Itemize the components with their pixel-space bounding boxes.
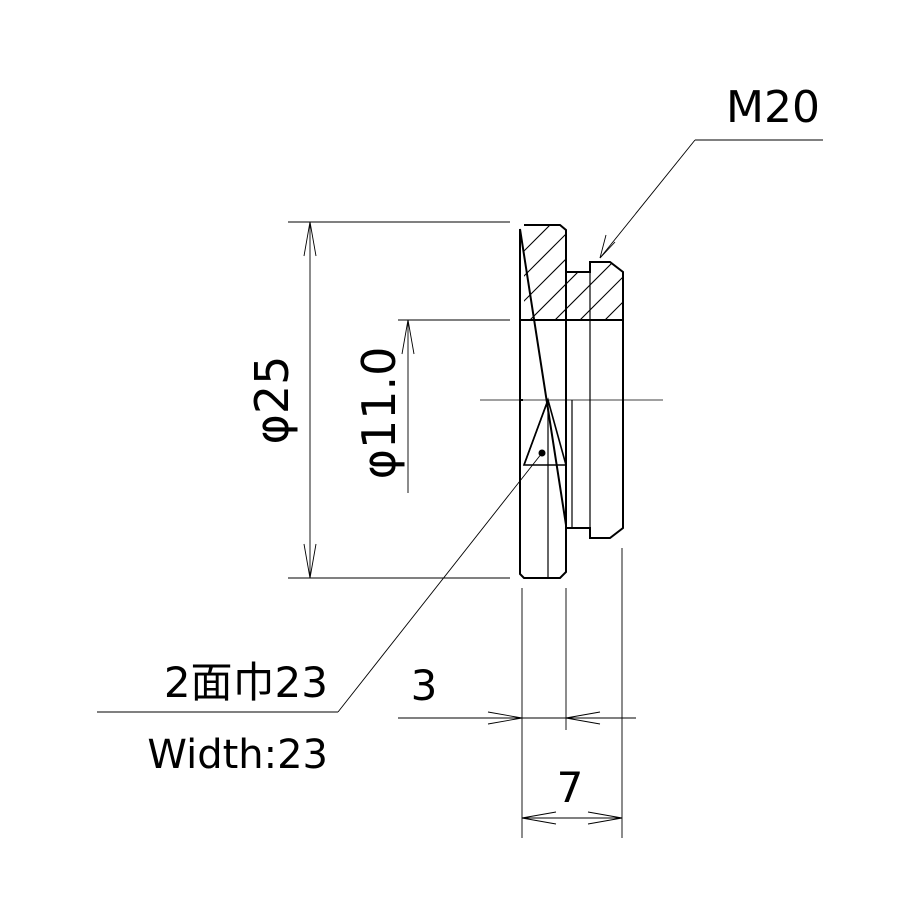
flange-thickness-label: 3 — [411, 661, 438, 710]
dim-total-length — [521, 811, 623, 825]
bore-diameter-label: φ11.0 — [352, 347, 406, 480]
total-length-label: 7 — [557, 763, 584, 812]
dim-flange-thickness — [398, 711, 636, 725]
leader-thread — [599, 139, 823, 259]
flange-lower-outline — [519, 228, 567, 579]
leader-across-flats — [97, 452, 543, 713]
across-flats-label-jp: 2面巾23 — [164, 658, 328, 707]
dim-length-extension — [521, 548, 623, 838]
thread-label: M20 — [726, 82, 820, 133]
hex-flat-marker — [522, 397, 568, 466]
dim-bore-diameter — [398, 319, 510, 493]
flange-outline — [524, 224, 567, 272]
outer-diameter-label: φ25 — [245, 356, 299, 445]
across-flats-label-en: Width:23 — [147, 732, 328, 778]
dim-outer-diameter — [288, 221, 510, 579]
